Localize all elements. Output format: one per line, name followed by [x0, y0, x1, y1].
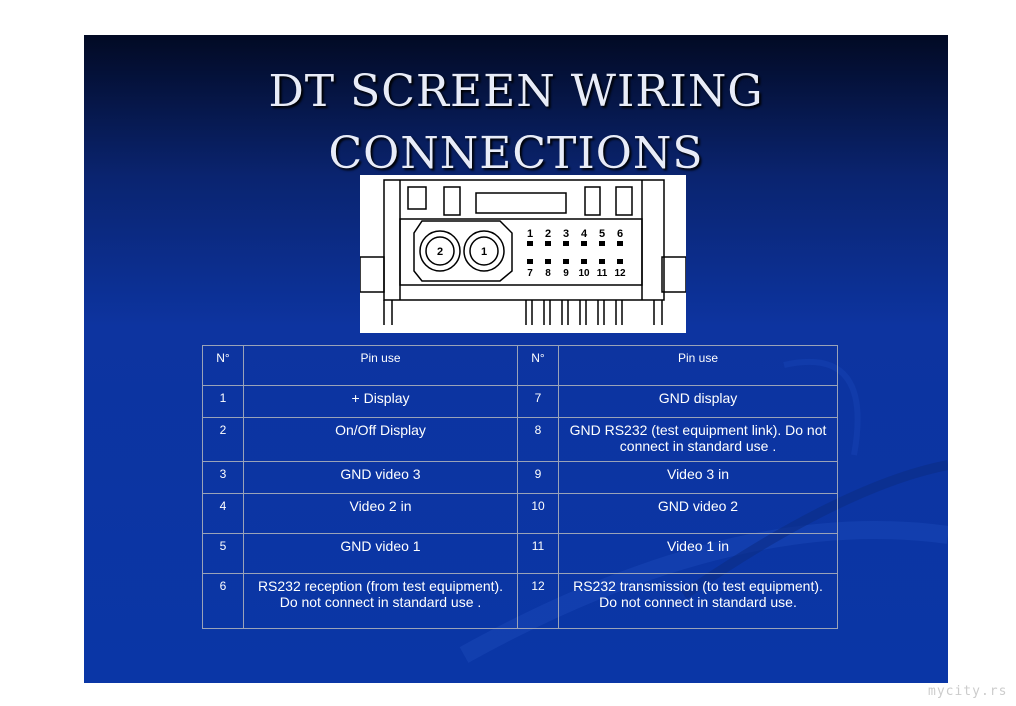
- svg-text:11: 11: [597, 268, 608, 279]
- header-number: N°: [202, 345, 244, 386]
- header-pin-use: Pin use: [558, 345, 838, 386]
- svg-text:5: 5: [599, 228, 605, 240]
- svg-text:1: 1: [527, 228, 533, 240]
- coax-label-1: 1: [481, 246, 487, 258]
- svg-text:2: 2: [545, 228, 551, 240]
- svg-text:9: 9: [563, 268, 569, 279]
- watermark: mycity.rs: [928, 684, 1008, 699]
- table-header-row: N° Pin use N° Pin use: [202, 345, 838, 386]
- title-line-1: DT SCREEN WIRING: [268, 66, 764, 117]
- slide-title: DT SCREEN WIRING CONNECTIONS: [84, 61, 948, 185]
- svg-text:3: 3: [563, 228, 569, 240]
- svg-text:4: 4: [581, 228, 588, 240]
- title-line-2: CONNECTIONS: [328, 128, 704, 179]
- pin-dots: [527, 241, 623, 264]
- svg-text:12: 12: [614, 268, 626, 279]
- svg-text:6: 6: [617, 228, 623, 240]
- header-pin-use: Pin use: [243, 345, 518, 386]
- coax-label-2: 2: [437, 246, 443, 258]
- svg-text:7: 7: [527, 268, 533, 279]
- svg-text:10: 10: [578, 268, 590, 279]
- pin-labels-bottom: 7 8 9 10 11 12: [527, 268, 626, 279]
- svg-text:8: 8: [545, 268, 551, 279]
- header-number: N°: [517, 345, 559, 386]
